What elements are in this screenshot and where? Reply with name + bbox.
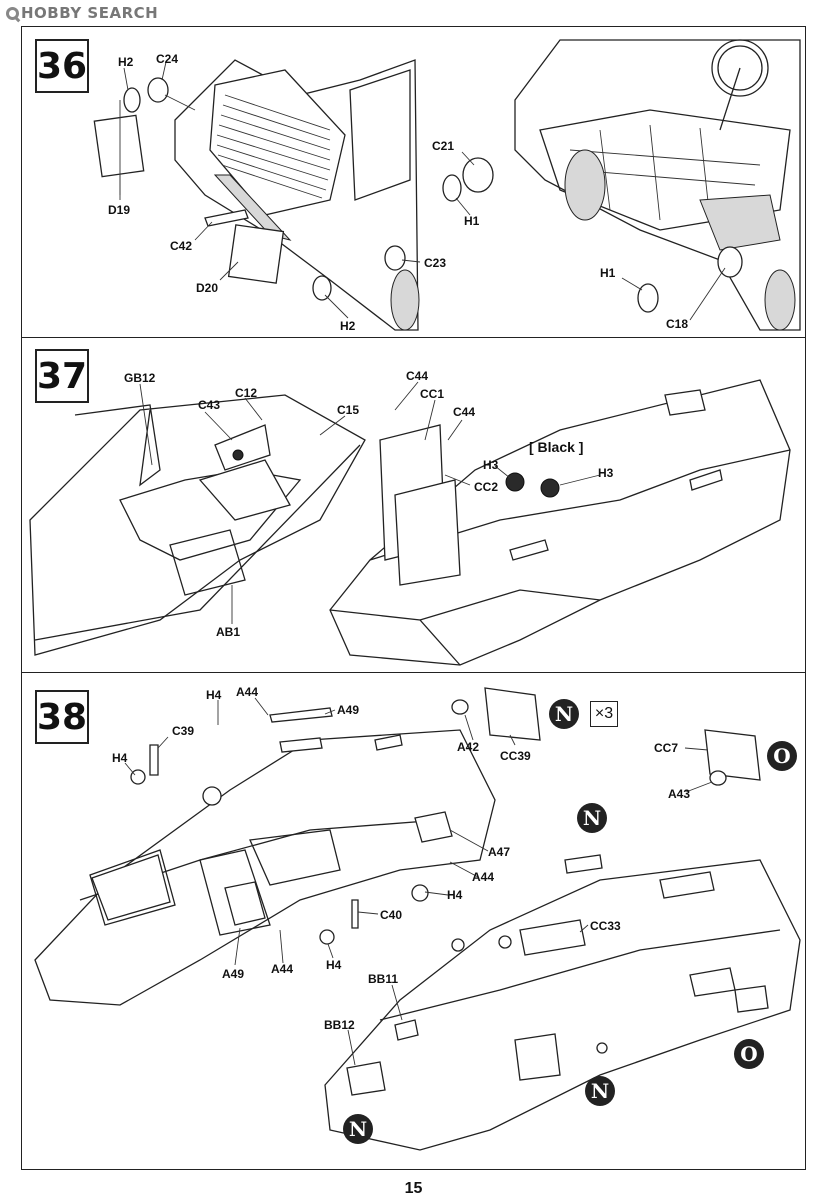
part-label: A44 <box>271 962 294 976</box>
part-label: GB12 <box>124 371 156 385</box>
part-label: AB1 <box>216 625 241 639</box>
step-36-number: 36 <box>35 39 89 93</box>
part-label: C24 <box>156 52 179 66</box>
part-label: A44 <box>472 870 495 884</box>
part-label: C42 <box>170 239 193 253</box>
section-divider-2 <box>21 672 806 673</box>
step37-upper-hull-drawing <box>30 395 365 655</box>
step38-small-parts-drawing <box>452 688 760 785</box>
part-label: C21 <box>432 139 455 153</box>
part-label: H4 <box>112 751 128 765</box>
part-label: C12 <box>235 386 258 400</box>
page-number: 15 <box>404 1180 423 1197</box>
paint-note-black: [ Black ] <box>529 439 584 455</box>
part-label: C39 <box>172 724 195 738</box>
part-label: CC39 <box>500 749 531 763</box>
logo-ring-icon <box>6 6 19 20</box>
part-label: CC33 <box>590 919 621 933</box>
step38-finished-hull-drawing <box>325 855 800 1150</box>
part-label: H4 <box>326 958 342 972</box>
part-label: H4 <box>206 688 222 702</box>
part-label: H3 <box>598 466 614 480</box>
part-label: H2 <box>118 55 134 69</box>
part-label: D20 <box>196 281 219 295</box>
step-37-number: 37 <box>35 349 89 403</box>
part-label: C23 <box>424 256 447 270</box>
part-label: BB12 <box>324 1018 355 1032</box>
multiplier-box: ×3 <box>590 701 618 727</box>
callout-n-badge: N <box>585 1076 615 1106</box>
leader-lines <box>120 62 725 1065</box>
part-label: C44 <box>453 405 476 419</box>
callout-o-badge: O <box>734 1039 764 1069</box>
part-label: H4 <box>447 888 463 902</box>
step-38-number: 38 <box>35 690 89 744</box>
part-label: A44 <box>236 685 259 699</box>
part-label: H1 <box>600 266 616 280</box>
part-label: A42 <box>457 740 480 754</box>
part-label: BB11 <box>368 972 399 986</box>
part-label: C44 <box>406 369 429 383</box>
part-label: A47 <box>488 845 511 859</box>
part-label: A49 <box>337 703 360 717</box>
part-label: D19 <box>108 203 131 217</box>
part-label: A49 <box>222 967 245 981</box>
step36-rear-hull-drawing <box>94 60 419 330</box>
part-label: H2 <box>340 319 356 333</box>
step36-interior-drawing <box>443 40 800 330</box>
logo-text: HOBBY SEARCH <box>21 4 159 22</box>
part-label: C40 <box>380 908 403 922</box>
step38-upper-hull-drawing <box>35 708 495 1005</box>
callout-n-badge: N <box>343 1114 373 1144</box>
part-label: C18 <box>666 317 689 331</box>
part-label: C15 <box>337 403 360 417</box>
part-label: H1 <box>464 214 480 228</box>
part-label: H3 <box>483 458 499 472</box>
instruction-frame <box>21 26 806 1170</box>
part-label: C43 <box>198 398 221 412</box>
section-divider-1 <box>21 337 806 338</box>
part-label: A43 <box>668 787 691 801</box>
step37-front-hull-drawing <box>330 380 790 665</box>
part-label: CC2 <box>474 480 499 494</box>
part-label: CC7 <box>654 741 679 755</box>
hobby-search-logo: HOBBY SEARCH <box>6 4 158 22</box>
callout-n-badge: N <box>549 699 579 729</box>
callout-n-badge: N <box>577 803 607 833</box>
part-label: CC1 <box>420 387 445 401</box>
callout-o-badge: O <box>767 741 797 771</box>
